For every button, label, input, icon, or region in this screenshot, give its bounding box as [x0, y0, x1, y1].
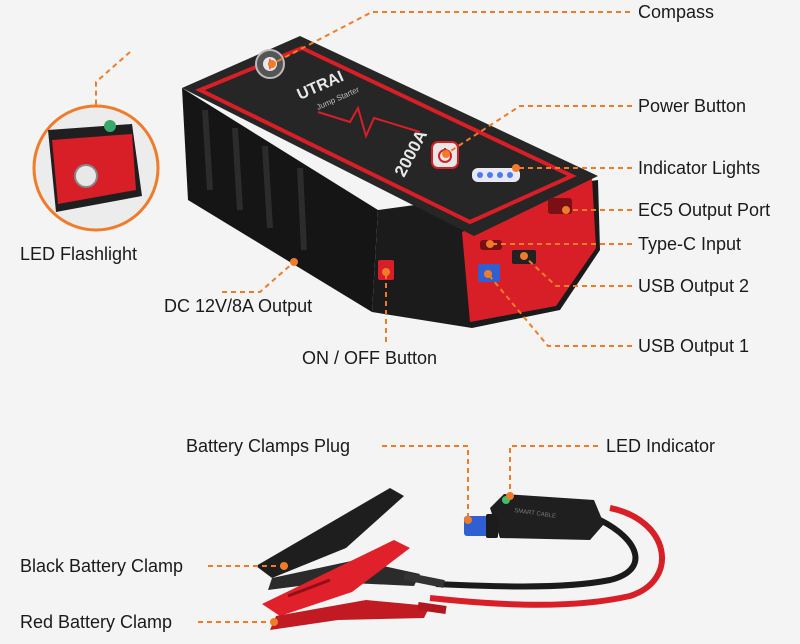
smart-cable-box: SMART CABLE — [490, 494, 604, 540]
label-indicator-lights: Indicator Lights — [638, 158, 761, 178]
label-on-off-button: ON / OFF Button — [302, 348, 438, 368]
label-dc-output: DC 12V/8A Output — [164, 296, 313, 316]
label-ec5-output-port: EC5 Output Port — [638, 200, 771, 220]
smart-cable-text: SMART CABLE — [514, 508, 557, 520]
label-led-flashlight: LED Flashlight — [20, 244, 138, 264]
flashlight-inset — [32, 104, 160, 232]
black-cable — [435, 517, 639, 590]
battery-clamps-assembly: SMART CABLE — [256, 488, 665, 630]
label-red-battery-clamp: Red Battery Clamp — [20, 612, 173, 632]
label-led-indicator: LED Indicator — [606, 436, 716, 456]
red-clamp — [262, 540, 447, 630]
red-cable — [429, 505, 665, 608]
label-usb-output-1: USB Output 1 — [638, 336, 750, 356]
leader-lines-bottom — [198, 445, 598, 626]
indicator-lights-graphic — [472, 168, 520, 182]
label-power-button: Power Button — [638, 96, 747, 116]
label-battery-clamps-plug: Battery Clamps Plug — [186, 436, 351, 456]
leader-lines-top — [95, 11, 632, 347]
flashlight-lens — [74, 164, 98, 188]
jump-starter-device: UTRAI Jump Starter 2000A — [182, 36, 600, 328]
label-compass: Compass — [638, 2, 715, 22]
label-black-battery-clamp: Black Battery Clamp — [20, 556, 184, 576]
top-surface — [182, 36, 598, 236]
label-usb-output-2: USB Output 2 — [638, 276, 750, 296]
label-type-c-input: Type-C Input — [638, 234, 742, 254]
